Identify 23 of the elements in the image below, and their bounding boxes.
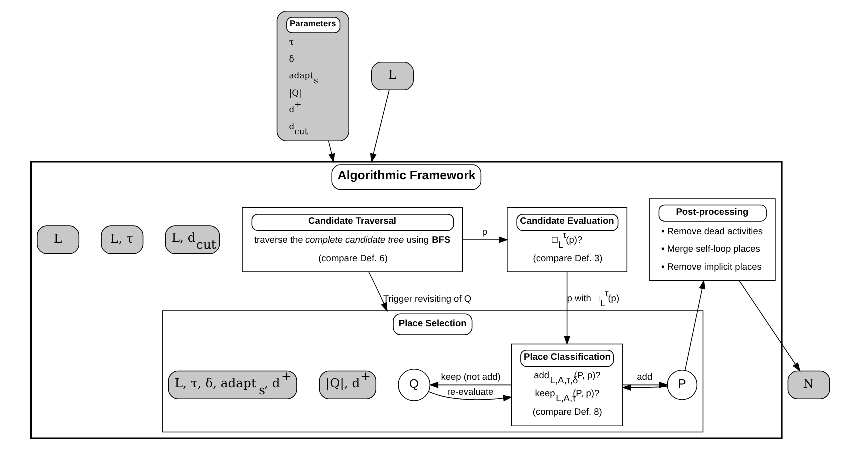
node-circle: Q (398, 368, 430, 402)
arrow (564, 272, 570, 346)
edge-label: Trigger revisiting of Q (382, 294, 472, 304)
arrow (621, 384, 668, 392)
arrow (428, 392, 512, 402)
node-box: L (36, 226, 80, 254)
edge-label: add (636, 372, 652, 382)
node-box: Candidate Traversal traverse the complete candidate tree using BFS (compare Def. 6) (242, 208, 463, 272)
arrow (684, 280, 706, 371)
arrow (328, 140, 335, 164)
arrow (428, 382, 512, 388)
edge-label: re-evaluate (446, 386, 494, 397)
edge-label: keep (not add) (440, 372, 500, 382)
node-circle: P (666, 370, 698, 400)
node-box: L (371, 62, 414, 91)
node-box: Post-processing • Remove dead activities • Merge self-loop places • Remove implicit places (648, 198, 776, 282)
arrow (462, 236, 508, 244)
node-box: L, τ (100, 226, 144, 254)
edge-label: p (482, 227, 487, 238)
arrow (368, 272, 388, 312)
node-box: N (787, 370, 830, 400)
arrow (370, 90, 390, 164)
arrow (738, 280, 800, 372)
